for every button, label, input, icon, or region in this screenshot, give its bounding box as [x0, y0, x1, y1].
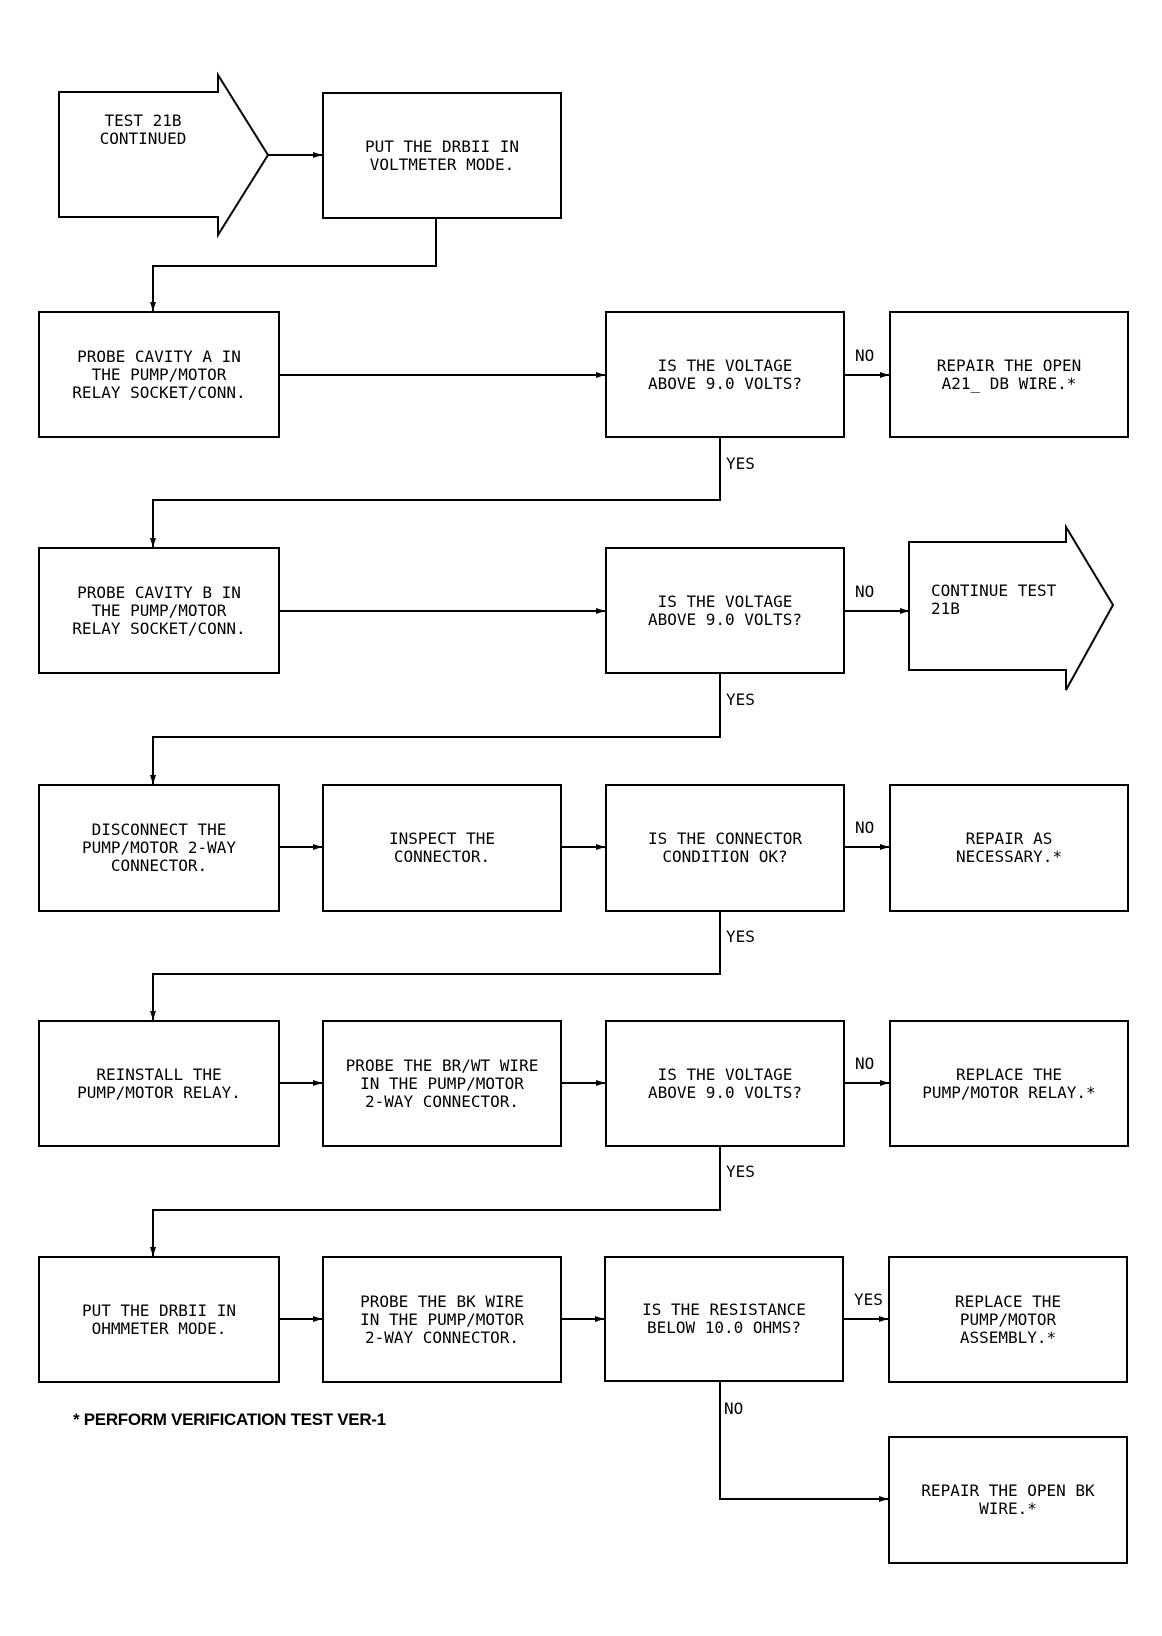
text-line: IS THE RESISTANCE — [642, 1300, 806, 1319]
branch-label-yes: YES — [726, 927, 755, 946]
step-inspect-connector: INSPECT THE CONNECTOR. — [322, 784, 562, 912]
text-line: ABOVE 9.0 VOLTS? — [647, 1082, 803, 1102]
step-reinstall-relay: REINSTALL THE PUMP/MOTOR RELAY. — [38, 1020, 280, 1147]
text-line: REPLACE THE — [956, 1064, 1062, 1084]
text-line: INSPECT THE — [389, 829, 495, 848]
footnote: * PERFORM VERIFICATION TEST VER-1 — [73, 1410, 386, 1429]
decision-resistance: IS THE RESISTANCE BELOW 10.0 OHMS? — [604, 1256, 844, 1382]
text-line: PUMP/MOTOR RELAY.* — [922, 1082, 1096, 1102]
branch-label-no: NO — [855, 346, 875, 365]
step-probe-cavity-a: PROBE CAVITY A IN THE PUMP/MOTOR RELAY S… — [38, 311, 280, 438]
action-replace-assembly: REPLACE THE PUMP/MOTOR ASSEMBLY.* — [888, 1256, 1128, 1383]
step-probe-cavity-b: PROBE CAVITY B IN THE PUMP/MOTOR RELAY S… — [38, 547, 280, 674]
text-line: ABOVE 9.0 VOLTS? — [647, 609, 803, 629]
text-line: VOLTMETER MODE. — [369, 154, 515, 174]
text-line: PROBE CAVITY B IN — [77, 582, 241, 602]
text-line: ABOVE 9.0 VOLTS? — [647, 373, 803, 393]
branch-label-yes: YES — [854, 1290, 883, 1309]
text-line: REPLACE THE — [955, 1291, 1061, 1311]
text-line: CONTINUE TEST — [931, 581, 1057, 600]
text-line: PUT THE DRBII IN — [364, 136, 520, 156]
start-label: TEST 21B CONTINUED — [78, 112, 208, 148]
text-line: WIRE.* — [979, 1499, 1037, 1518]
text-line: IS THE VOLTAGE — [657, 591, 793, 611]
text-line: IS THE VOLTAGE — [657, 355, 793, 375]
decision-voltage-a: IS THE VOLTAGE ABOVE 9.0 VOLTS? — [605, 311, 845, 438]
text-line: 21B — [931, 599, 960, 618]
text-line: PROBE CAVITY A IN — [77, 346, 241, 366]
branch-label-no: NO — [855, 582, 875, 601]
branch-label-no: NO — [724, 1399, 744, 1418]
text-line: THE PUMP/MOTOR — [91, 364, 227, 384]
text-line: NECESSARY.* — [956, 847, 1062, 866]
branch-label-no: NO — [855, 818, 875, 837]
branch-label-yes: YES — [726, 454, 755, 473]
text-line: ASSEMBLY.* — [959, 1327, 1057, 1347]
text-line: REPAIR THE OPEN BK — [921, 1481, 1095, 1500]
step-probe-bk-wire: PROBE THE BK WIRE IN THE PUMP/MOTOR 2-WA… — [322, 1256, 562, 1383]
text-line: REPAIR THE OPEN — [936, 355, 1082, 375]
start-line-1: TEST 21B — [104, 111, 182, 130]
step-disconnect-connector: DISCONNECT THE PUMP/MOTOR 2-WAY CONNECTO… — [38, 784, 280, 912]
text-line: PUMP/MOTOR RELAY. — [77, 1082, 241, 1102]
text-line: CONNECTOR. — [110, 856, 208, 875]
branch-label-yes: YES — [726, 1162, 755, 1181]
decision-voltage-c: IS THE VOLTAGE ABOVE 9.0 VOLTS? — [605, 1020, 845, 1147]
text-line: PROBE THE BK WIRE — [360, 1291, 524, 1311]
action-repair-as-necessary: REPAIR AS NECESSARY.* — [889, 784, 1129, 912]
text-line: RELAY SOCKET/CONN. — [72, 618, 246, 638]
text-line: IS THE CONNECTOR — [647, 829, 803, 848]
text-line: OHMMETER MODE. — [91, 1318, 227, 1338]
text-line: RELAY SOCKET/CONN. — [72, 382, 246, 402]
text-line: CONDITION OK? — [662, 847, 788, 866]
text-line: BELOW 10.0 OHMS? — [646, 1318, 802, 1337]
text-line: CONNECTOR. — [393, 847, 491, 866]
step-ohmmeter-mode: PUT THE DRBII IN OHMMETER MODE. — [38, 1256, 280, 1383]
text-line: REINSTALL THE — [96, 1064, 222, 1084]
text-line: THE PUMP/MOTOR — [91, 600, 227, 620]
text-line: IN THE PUMP/MOTOR — [360, 1073, 524, 1093]
decision-voltage-b: IS THE VOLTAGE ABOVE 9.0 VOLTS? — [605, 547, 845, 674]
text-line: 2-WAY CONNECTOR. — [364, 1327, 520, 1347]
continue-test-label: CONTINUE TEST 21B — [931, 582, 1056, 618]
step-probe-brwt-wire: PROBE THE BR/WT WIRE IN THE PUMP/MOTOR 2… — [322, 1020, 562, 1147]
text-line: 2-WAY CONNECTOR. — [364, 1091, 520, 1111]
text-line: PUMP/MOTOR 2-WAY — [81, 838, 237, 857]
text-line: A21_ DB WIRE.* — [941, 373, 1077, 393]
text-line: IN THE PUMP/MOTOR — [360, 1309, 524, 1329]
text-line: PUT THE DRBII IN — [81, 1300, 237, 1320]
text-line: DISCONNECT THE — [91, 820, 227, 839]
text-line: PUMP/MOTOR — [959, 1309, 1057, 1329]
step-voltmeter-mode: PUT THE DRBII IN VOLTMETER MODE. — [322, 92, 562, 219]
text-line: IS THE VOLTAGE — [657, 1064, 793, 1084]
decision-connector-condition: IS THE CONNECTOR CONDITION OK? — [605, 784, 845, 912]
text-line: PROBE THE BR/WT WIRE — [345, 1055, 539, 1075]
action-repair-bk-wire: REPAIR THE OPEN BK WIRE.* — [888, 1436, 1128, 1564]
start-arrow-shape — [58, 71, 270, 239]
action-replace-relay: REPLACE THE PUMP/MOTOR RELAY.* — [889, 1020, 1129, 1147]
text-line: REPAIR AS — [965, 829, 1053, 848]
branch-label-no: NO — [855, 1054, 875, 1073]
start-line-2: CONTINUED — [99, 129, 187, 148]
action-repair-a21-wire: REPAIR THE OPEN A21_ DB WIRE.* — [889, 311, 1129, 438]
continue-arrow-shape — [908, 523, 1115, 691]
branch-label-yes: YES — [726, 690, 755, 709]
